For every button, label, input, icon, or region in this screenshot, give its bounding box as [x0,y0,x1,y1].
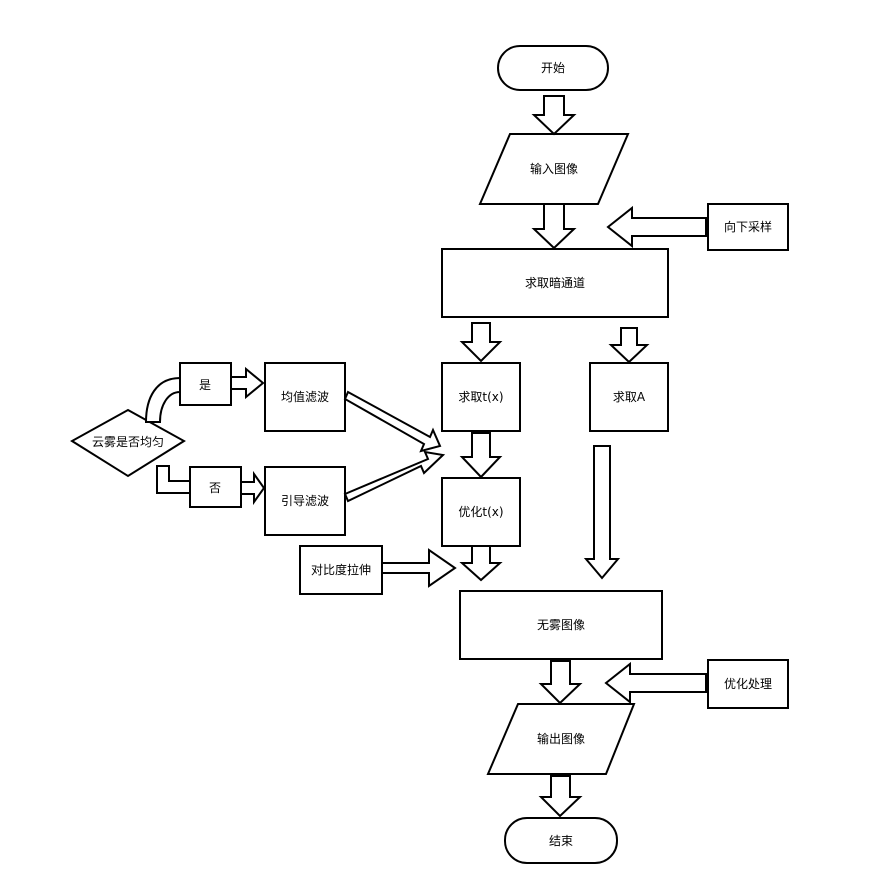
arrow-contrast-to-optimize [381,548,457,588]
arrow-no-to-guided-filter [240,470,266,506]
arrow-yes-to-mean-filter [230,366,265,400]
arrow-compute-t-to-optimize-t [459,432,503,479]
contrast-stretch-label: 对比度拉伸 [311,562,371,577]
arrow-dark-channel-to-compute-a [608,327,650,364]
defog-image-label: 无雾图像 [537,618,585,632]
guided-filter-node: 引导滤波 [264,466,346,536]
contrast-stretch-node: 对比度拉伸 [299,545,383,595]
arrow-compute-a-to-defog [583,445,621,580]
start-node: 开始 [497,45,609,91]
input-image-label: 输入图像 [530,161,578,176]
fog-uniform-label: 云雾是否均匀 [92,435,164,449]
yes-label: 是 [199,378,211,392]
optimize-t-node: 优化t(x) [441,477,521,547]
defog-image-node: 无雾图像 [459,590,663,660]
arrow-downsample-to-dark-channel [606,205,707,249]
output-image-node: 输出图像 [486,703,636,775]
start-label: 开始 [541,61,565,75]
arrow-dark-channel-to-compute-t [459,322,503,363]
post-process-label: 优化处理 [724,677,772,691]
arrow-input-to-dark-channel [531,203,577,250]
fog-uniform-decision: 云雾是否均匀 [70,408,186,478]
compute-a-node: 求取A [589,362,669,432]
compute-t-label: 求取t(x) [458,390,503,404]
end-node: 结束 [504,817,618,864]
arrow-output-to-end [538,775,583,818]
end-label: 结束 [549,834,573,848]
arrow-post-process-to-output [604,661,707,705]
dark-channel-label: 求取暗通道 [525,275,585,290]
arrow-guided-filter-to-t [343,450,446,503]
yes-label-box: 是 [179,362,232,406]
arrow-defog-to-output [538,660,583,705]
guided-filter-label: 引导滤波 [281,494,329,508]
input-image-node: 输入图像 [478,133,630,205]
arrow-start-to-input [531,95,577,136]
mean-filter-node: 均值滤波 [264,362,346,432]
no-label-box: 否 [189,466,242,508]
post-process-node: 优化处理 [707,659,789,709]
branch-no-elbow [156,465,191,494]
compute-a-label: 求取A [613,390,646,404]
optimize-t-label: 优化t(x) [458,505,503,519]
downsample-node: 向下采样 [707,203,789,251]
output-image-label: 输出图像 [537,731,585,746]
downsample-label: 向下采样 [724,219,772,234]
arrow-optimize-t-to-defog [459,545,503,582]
no-label: 否 [209,481,221,495]
arrow-mean-filter-to-t [343,390,442,453]
compute-t-node: 求取t(x) [441,362,521,432]
branch-yes-curve [144,376,181,423]
dark-channel-node: 求取暗通道 [441,248,669,318]
mean-filter-label: 均值滤波 [281,389,329,404]
